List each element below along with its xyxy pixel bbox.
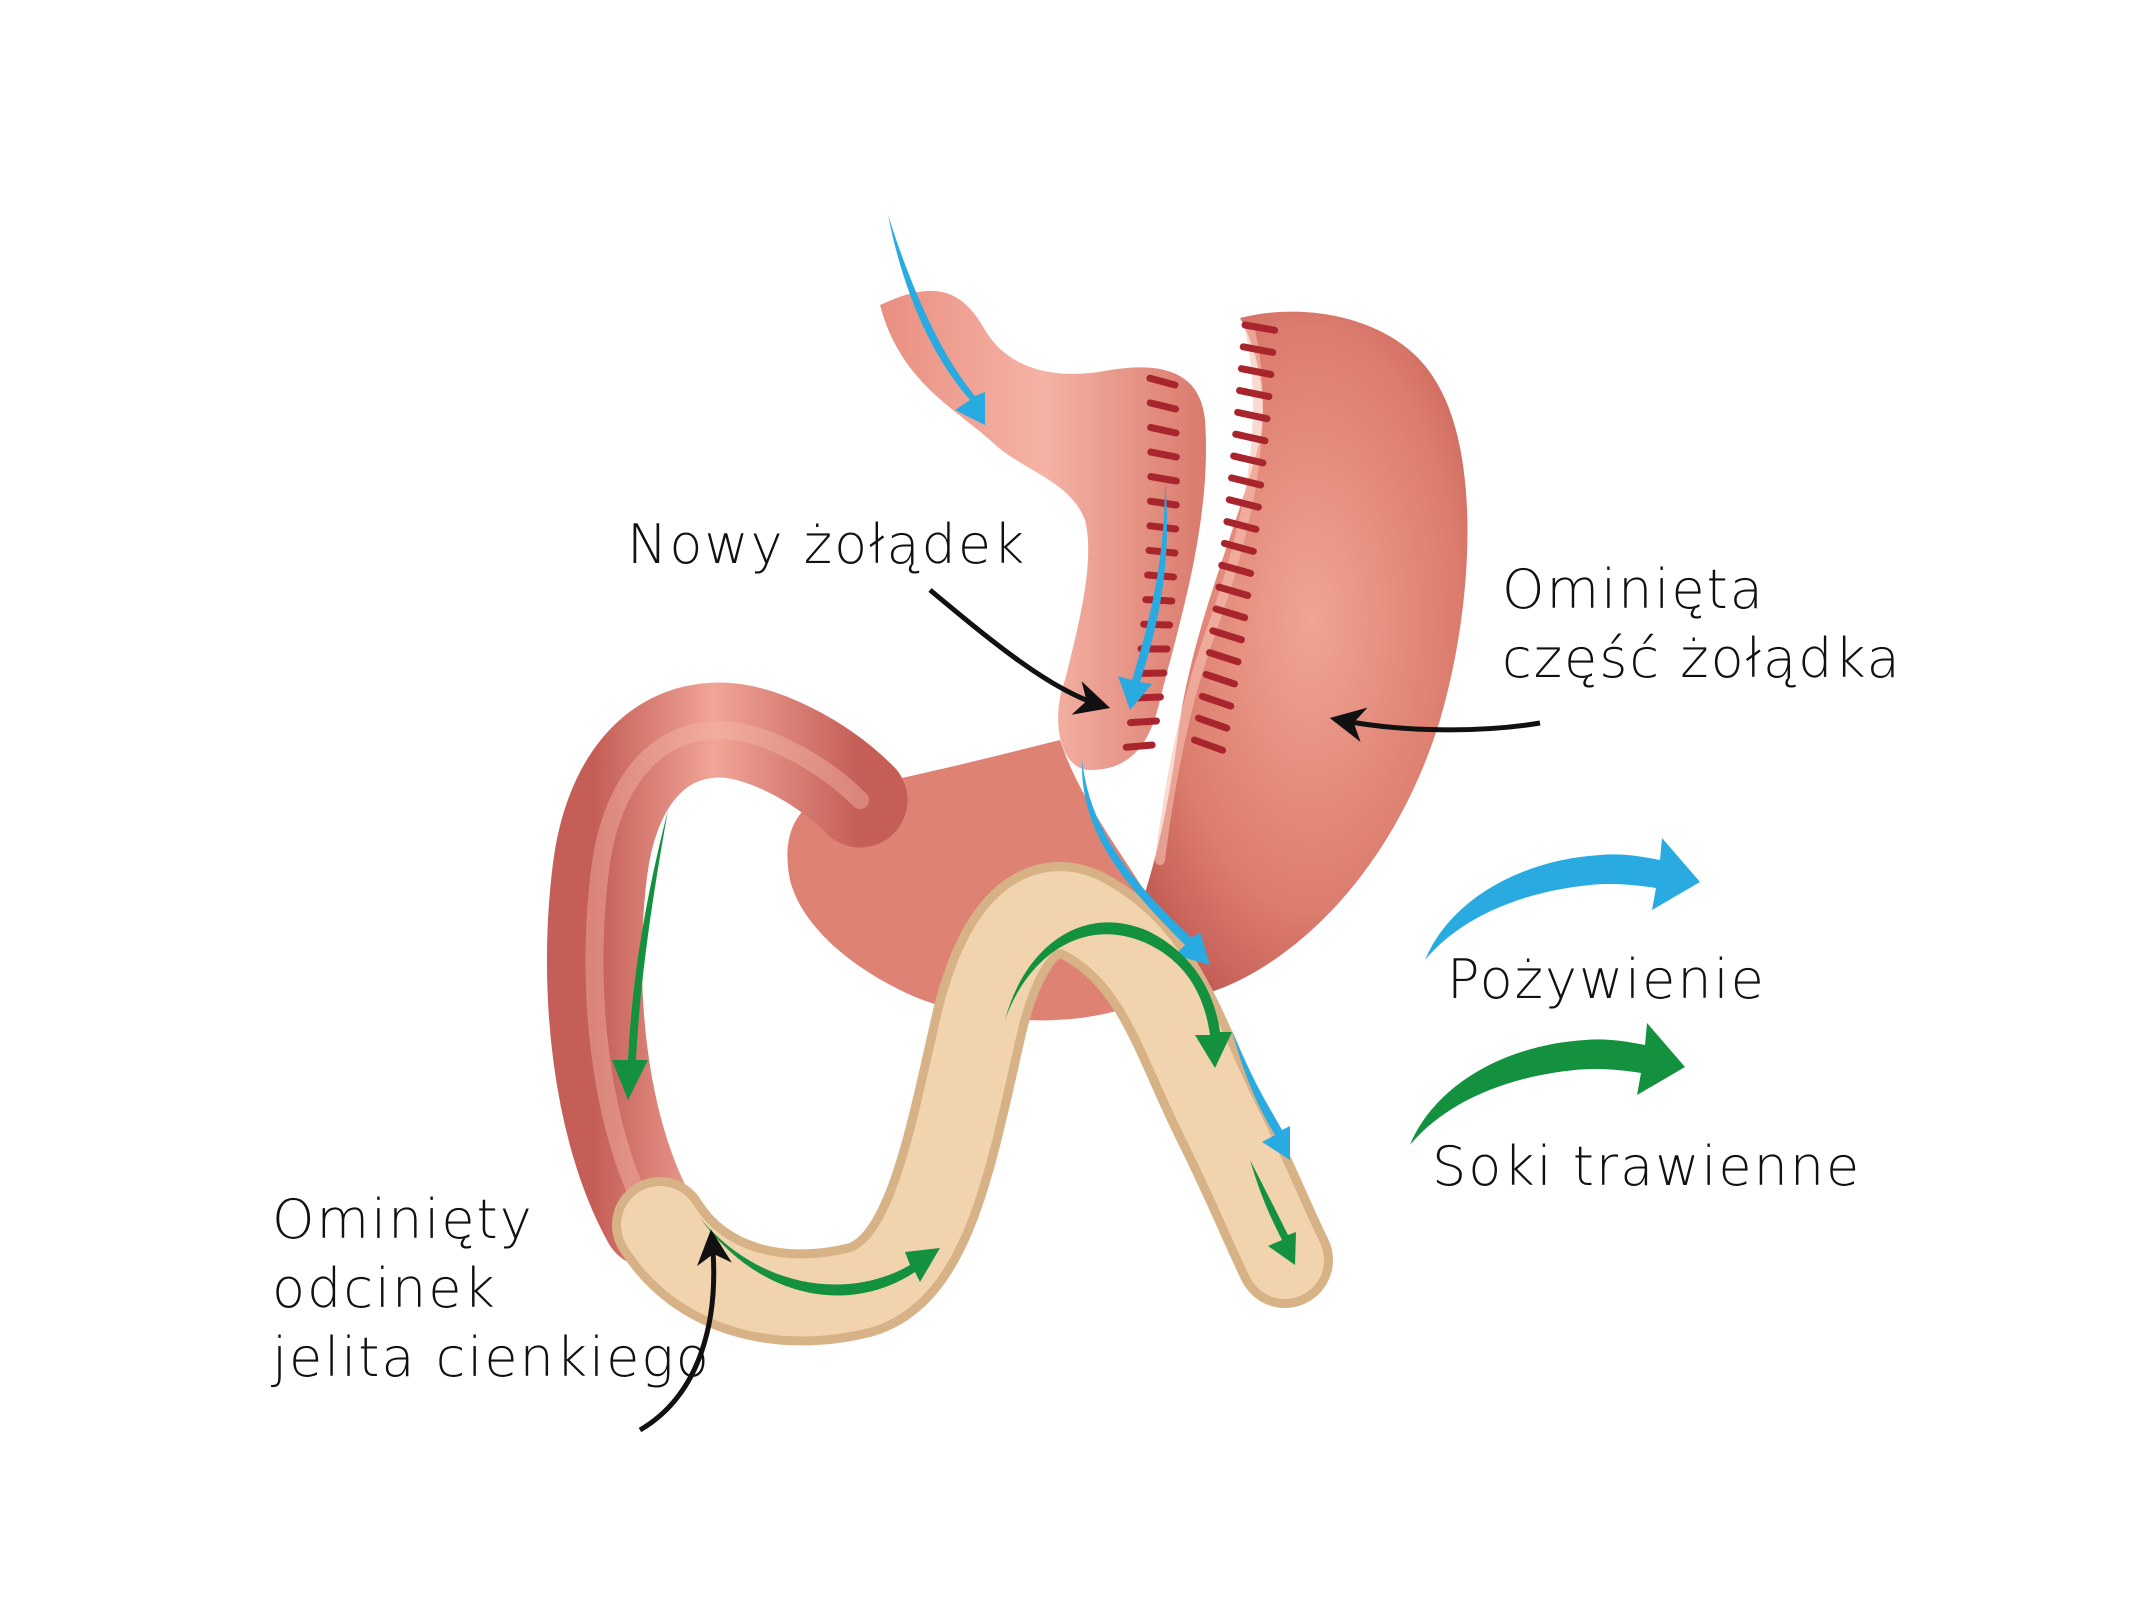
staple-pouch-2 bbox=[1146, 399, 1180, 413]
label-bypassed-intestine-line-1: Ominięty bbox=[272, 1188, 534, 1251]
staple-remnant-11 bbox=[1220, 539, 1257, 555]
staple-remnant-12 bbox=[1218, 561, 1255, 577]
staple-pouch-7 bbox=[1146, 522, 1180, 533]
biliopancreatic-limb-highlight bbox=[585, 720, 869, 1229]
legend-juice-label: Soki trawienne bbox=[1432, 1132, 1861, 1201]
staple-remnant-20 bbox=[1190, 736, 1227, 754]
label-new-stomach: Nowy żołądek bbox=[627, 510, 1026, 579]
staple-pouch-3 bbox=[1147, 423, 1180, 437]
staple-pouch-4 bbox=[1147, 448, 1180, 461]
legend-food-label: Pożywienie bbox=[1447, 945, 1766, 1014]
food-arrow-pouch bbox=[1118, 480, 1168, 710]
staple-line-remnant bbox=[1190, 321, 1279, 754]
staple-pouch-16 bbox=[1122, 741, 1156, 751]
staple-pouch-15 bbox=[1127, 717, 1160, 727]
juice-arrow-lower-loop bbox=[1250, 1160, 1296, 1265]
label-bypassed-intestine: Ominięty odcinek jelita cienkiego bbox=[272, 1185, 711, 1392]
staple-remnant-9 bbox=[1225, 496, 1262, 511]
staple-remnant-7 bbox=[1230, 452, 1267, 467]
bypassed-stomach-inner-edge bbox=[1155, 325, 1263, 865]
staple-remnant-14 bbox=[1212, 605, 1249, 622]
staple-remnant-3 bbox=[1237, 365, 1275, 378]
pointer-bypassed-intestine bbox=[638, 1229, 732, 1433]
legend-food-text: Pożywienie bbox=[1447, 948, 1766, 1011]
bypassed-stomach bbox=[1120, 311, 1468, 998]
staple-pouch-6 bbox=[1147, 497, 1180, 509]
staple-remnant-15 bbox=[1209, 627, 1245, 644]
label-bypassed-stomach-line-2: część żołądka bbox=[1502, 627, 1902, 691]
food-arrow-esophagus bbox=[888, 215, 985, 425]
label-bypassed-stomach-line-1: Ominięta bbox=[1502, 558, 1765, 621]
juice-flow-arrows bbox=[612, 810, 1296, 1296]
legend-food-arrow-icon bbox=[1425, 838, 1700, 960]
small-intestine-inner bbox=[621, 871, 1324, 1337]
staple-remnant-2 bbox=[1239, 343, 1277, 356]
legend-juice-text: Soki trawienne bbox=[1432, 1135, 1862, 1198]
staple-pouch-5 bbox=[1147, 473, 1180, 485]
staple-remnant-6 bbox=[1232, 430, 1269, 445]
pointer-bypassed-stomach bbox=[1329, 707, 1541, 742]
staple-remnant-17 bbox=[1202, 670, 1238, 688]
biliopancreatic-limb bbox=[546, 682, 908, 1268]
staple-remnant-19 bbox=[1195, 714, 1231, 732]
staple-remnant-10 bbox=[1223, 518, 1260, 533]
staple-remnant-5 bbox=[1234, 408, 1271, 423]
juice-arrow-bp-limb bbox=[612, 810, 668, 1100]
label-bypassed-intestine-line-2: odcinek bbox=[272, 1257, 497, 1321]
pointer-new-stomach bbox=[928, 588, 1111, 715]
label-new-stomach-text: Nowy żołądek bbox=[627, 513, 1027, 576]
staple-remnant-13 bbox=[1215, 583, 1252, 600]
legend-juice-arrow-icon bbox=[1410, 1023, 1685, 1145]
staple-remnant-1 bbox=[1241, 321, 1279, 334]
food-flow-arrows bbox=[888, 215, 1290, 1160]
juice-arrow-upper-loop bbox=[1005, 922, 1232, 1068]
staple-pouch-1 bbox=[1146, 374, 1179, 389]
food-arrow-outlet bbox=[1081, 760, 1210, 965]
staple-remnant-18 bbox=[1198, 692, 1235, 710]
label-bypassed-intestine-line-3: jelita cienkiego bbox=[272, 1326, 711, 1390]
food-arrow-limb bbox=[1232, 1030, 1290, 1160]
staple-remnant-8 bbox=[1228, 474, 1265, 489]
staple-remnant-16 bbox=[1206, 649, 1242, 666]
label-bypassed-stomach: Ominięta część żołądka bbox=[1502, 555, 1902, 693]
staple-remnant-4 bbox=[1236, 387, 1273, 401]
